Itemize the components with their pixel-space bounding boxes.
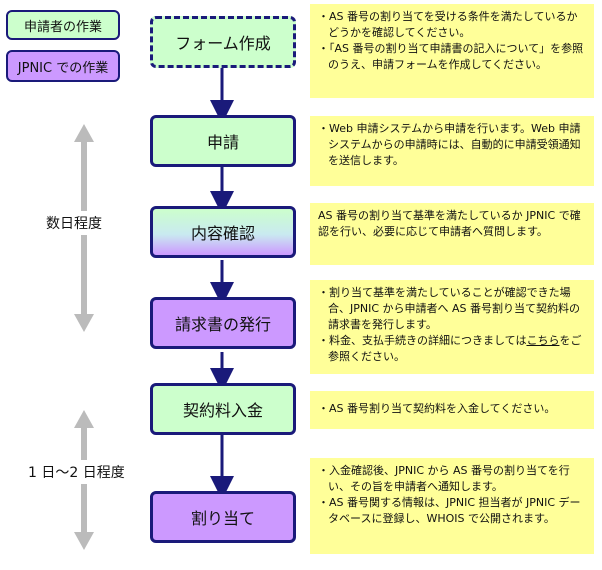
step-invoice-label: 請求書の発行 (174, 315, 271, 334)
step-form-label: フォーム作成 (175, 34, 271, 53)
note-apply-item: Web 申請システムから申請を行います。Web 申請システムからの申請時には、自… (318, 121, 586, 169)
legend-jpnic: JPNIC での作業 (6, 50, 120, 82)
legend-applicant-label: 申請者の作業 (23, 19, 102, 35)
step-invoice: 請求書の発行 (150, 297, 296, 349)
step-payment-label: 契約料入金 (182, 401, 263, 420)
note-form-item: 「AS 番号の割り当て申請書の記入について」を参照のうえ、申請フォームを作成して… (318, 41, 586, 73)
fee-details-link[interactable]: こちら (526, 334, 560, 347)
note-assign: 入金確認後、JPNIC から AS 番号の割り当てを行い、その旨を申請者へ通知し… (310, 458, 594, 554)
note-review-text: AS 番号の割り当て基準を満たしているか JPNIC で確認を行い、必要に応じて… (318, 209, 581, 238)
note-review: AS 番号の割り当て基準を満たしているか JPNIC で確認を行い、必要に応じて… (310, 203, 594, 265)
note-apply: Web 申請システムから申請を行います。Web 申請システムからの申請時には、自… (310, 116, 594, 186)
note-invoice-prefix: 料金、支払手続きの詳細につきましては (329, 334, 527, 347)
legend-jpnic-label: JPNIC での作業 (17, 60, 109, 76)
step-payment: 契約料入金 (150, 383, 296, 435)
step-apply: 申請 (150, 115, 296, 167)
step-form: フォーム作成 (150, 16, 296, 68)
note-assign-item: 入金確認後、JPNIC から AS 番号の割り当てを行い、その旨を申請者へ通知し… (318, 463, 586, 495)
note-payment: AS 番号割り当て契約料を入金してください。 (310, 391, 594, 429)
duration-label-first: 数日程度 (46, 211, 102, 235)
step-apply-label: 申請 (206, 133, 239, 152)
step-assign: 割り当て (150, 491, 296, 543)
duration-label-second: 1 日～2 日程度 (28, 460, 125, 484)
step-assign-label: 割り当て (190, 509, 255, 528)
note-invoice: 割り当て基準を満たしていることが確認できた場合、JPNIC から申請者へ AS … (310, 280, 594, 374)
step-review: 内容確認 (150, 206, 296, 258)
note-assign-item: AS 番号関する情報は、JPNIC 担当者が JPNIC データベースに登録し、… (318, 495, 586, 527)
note-invoice-item: 料金、支払手続きの詳細につきましてはこちらをご参照ください。 (318, 333, 586, 365)
step-review-label: 内容確認 (190, 224, 255, 243)
note-form: AS 番号の割り当てを受ける条件を満たしているかどうかを確認してください。 「A… (310, 4, 594, 98)
note-invoice-item: 割り当て基準を満たしていることが確認できた場合、JPNIC から申請者へ AS … (318, 285, 586, 333)
note-payment-item: AS 番号割り当て契約料を入金してください。 (318, 401, 586, 417)
note-invoice-suffix: をご参照ください。 (328, 334, 582, 363)
legend-applicant: 申請者の作業 (6, 10, 120, 40)
note-form-item: AS 番号の割り当てを受ける条件を満たしているかどうかを確認してください。 (318, 9, 586, 41)
